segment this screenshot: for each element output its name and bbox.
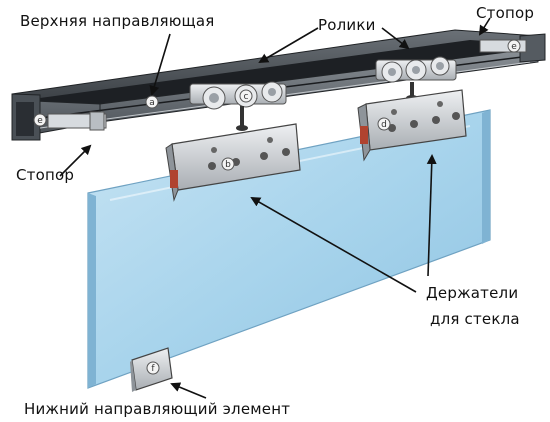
arrow-holders-right [426, 154, 437, 277]
arrow-holders-left [250, 197, 417, 293]
svg-text:f: f [151, 364, 155, 374]
svg-text:e: e [511, 42, 517, 52]
label-rollers: Ролики [318, 16, 376, 34]
svg-text:d: d [381, 120, 387, 130]
marker-b: b [221, 157, 235, 171]
label-stopper-left: Стопор [16, 166, 75, 184]
svg-text:b: b [225, 160, 231, 170]
marker-e-right: e [507, 39, 521, 53]
arrow-top-rail [149, 33, 171, 96]
marker-f: f [146, 361, 160, 375]
label-top-rail: Верхняя направляющая [20, 12, 215, 30]
label-bottom-guide: Нижний направляющий элемент [24, 400, 291, 418]
svg-text:a: a [149, 98, 155, 108]
right-roller-carriage [375, 56, 457, 101]
arrow-bottom-guide [170, 382, 207, 399]
marker-c: c [239, 89, 253, 103]
marker-e-left: e [33, 113, 47, 127]
arrow-stopper-left [59, 144, 92, 177]
arrow-stopper-right [478, 17, 491, 36]
arrow-rollers-left [258, 27, 319, 64]
marker-a: a [145, 95, 159, 109]
right-glass-holder [357, 89, 467, 162]
left-glass-holder [165, 123, 301, 202]
svg-text:c: c [244, 92, 249, 102]
arrow-rollers-right [381, 27, 410, 50]
label-stopper-right: Стопор [476, 4, 535, 22]
marker-d: d [377, 117, 391, 131]
svg-text:e: e [37, 116, 43, 126]
label-holders-line2: для стекла [430, 310, 520, 328]
left-stopper-part [47, 111, 107, 131]
label-holders-line1: Держатели [426, 284, 519, 302]
